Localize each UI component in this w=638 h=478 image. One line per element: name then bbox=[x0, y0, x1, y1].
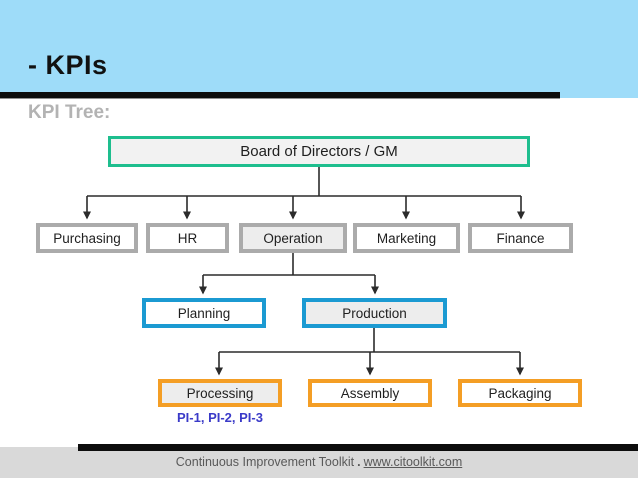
node-board-of-directors: Board of Directors / GM bbox=[108, 136, 530, 167]
node-production: Production bbox=[302, 298, 447, 328]
node-operation: Operation bbox=[239, 223, 347, 253]
node-packaging: Packaging bbox=[458, 379, 582, 407]
kpi-annotation: PI-1, PI-2, PI-3 bbox=[177, 410, 263, 425]
node-hr: HR bbox=[146, 223, 229, 253]
header-divider bbox=[0, 92, 560, 98]
footer-link[interactable]: www.citoolkit.com bbox=[363, 455, 463, 469]
node-finance: Finance bbox=[468, 223, 573, 253]
page-title: - KPIs bbox=[28, 50, 108, 80]
footer-band bbox=[0, 447, 638, 478]
node-processing: Processing bbox=[158, 379, 282, 407]
footer-separator: . bbox=[357, 455, 361, 469]
section-label: KPI Tree: bbox=[28, 102, 111, 123]
node-purchasing: Purchasing bbox=[36, 223, 138, 253]
node-assembly: Assembly bbox=[308, 379, 432, 407]
footer-credit-text: Continuous Improvement Toolkit bbox=[175, 455, 355, 469]
footer-divider bbox=[78, 444, 638, 451]
footer-credit: Continuous Improvement Toolkit.www.citoo… bbox=[0, 455, 638, 469]
node-planning: Planning bbox=[142, 298, 266, 328]
node-marketing: Marketing bbox=[353, 223, 460, 253]
header-band: - KPIs bbox=[0, 0, 638, 98]
